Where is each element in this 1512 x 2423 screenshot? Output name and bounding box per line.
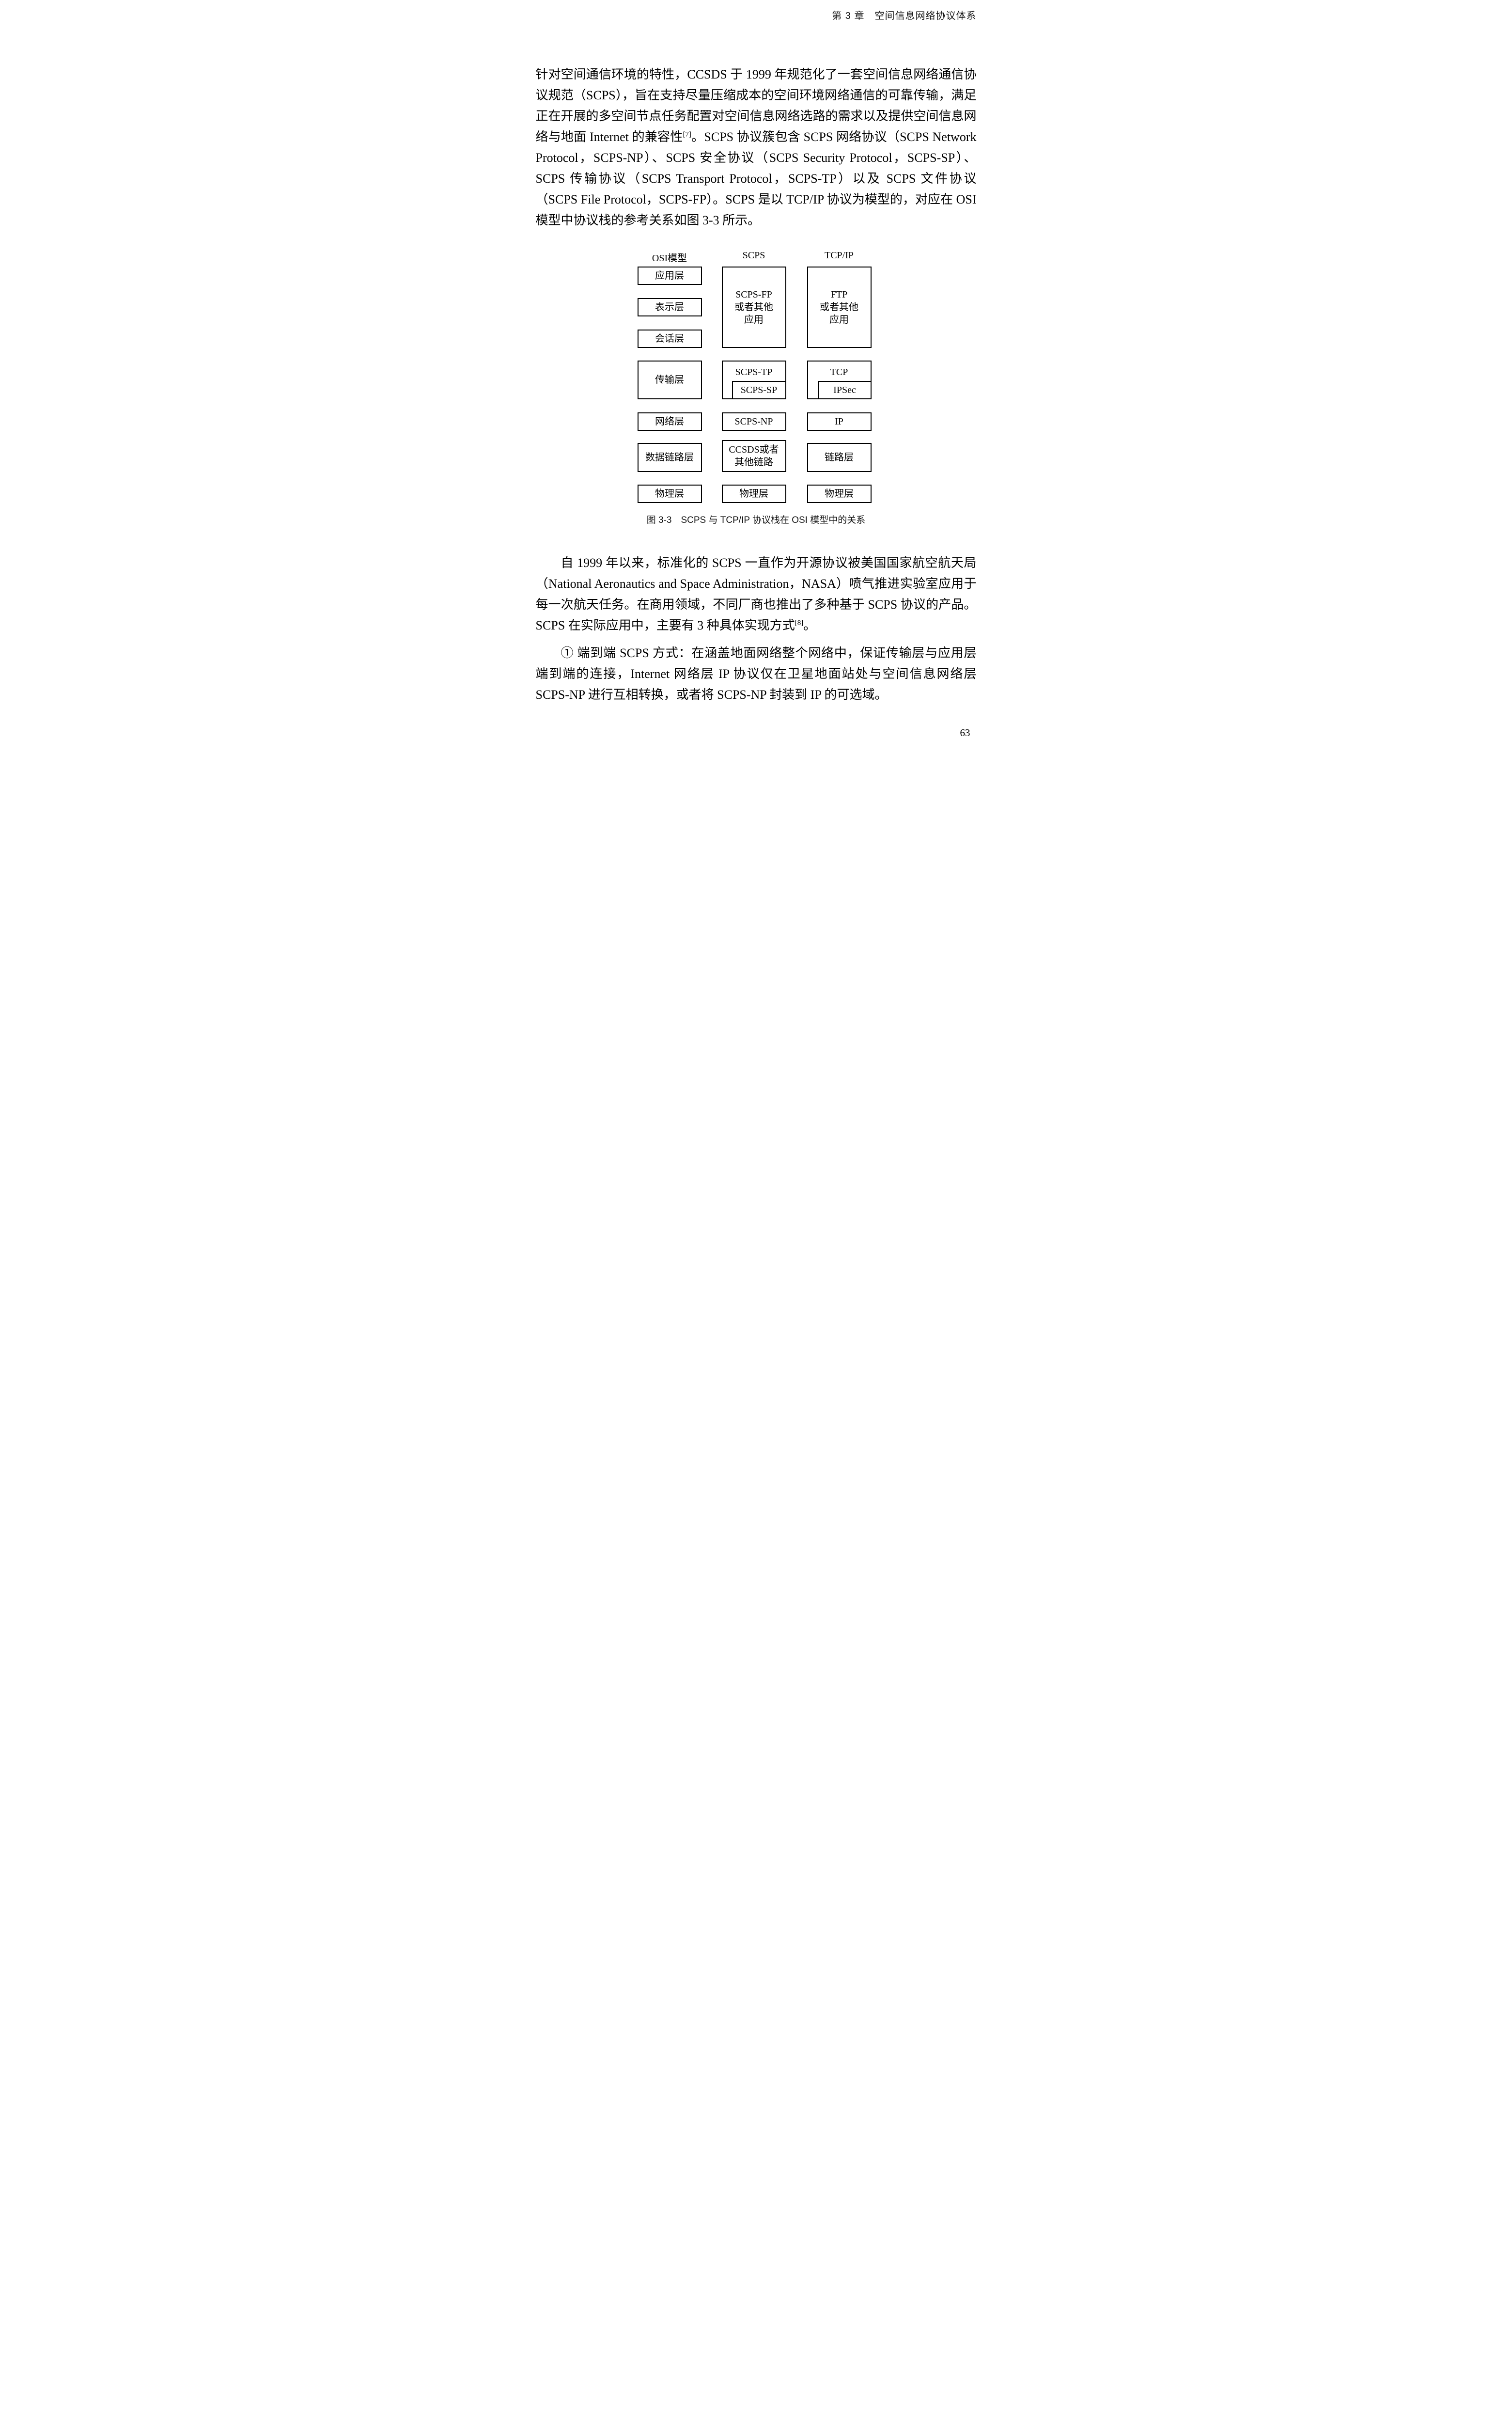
diagram-column-title-scps: SCPS [742,250,765,261]
box-tcpip-physical: 物理层 [807,485,872,503]
paragraph-scps-history: 自 1999 年以来，标准化的 SCPS 一直作为开源协议被美国国家航空航天局（… [535,556,977,632]
box-osi-application-layer: 应用层 [637,267,702,285]
box-osi-transport-layer: 传输层 [637,361,702,399]
box-osi-physical-layer: 物理层 [637,485,702,503]
box-osi-presentation-layer: 表示层 [637,298,702,316]
book-page: 第 3 章 空间信息网络协议体系 针对空间通信环境的特性，CCSDS 于 199… [523,0,989,765]
box-scps-sp: SCPS-SP [732,381,786,399]
box-scps-tp-label: SCPS-TP [735,367,773,378]
box-scps-tp: SCPS-TP SCPS-SP [721,361,786,399]
box-tcpip-link: 链路层 [807,443,872,472]
box-tcpip-tcp: TCP IPSec [807,361,872,399]
box-scps-application: SCPS-FP 或者其他 应用 [721,267,786,348]
box-osi-network-layer: 网络层 [637,412,702,431]
page-number: 63 [960,727,970,739]
box-osi-datalink-layer: 数据链路层 [637,443,702,472]
protocol-stack-diagram: OSI模型 SCPS TCP/IP 应用层 表示层 会话层 传输层 网络层 数据… [524,247,989,526]
box-scps-physical: 物理层 [721,485,786,503]
chapter-header: 第 3 章 空间信息网络协议体系 [832,11,977,21]
box-scps-np: SCPS-NP [721,412,786,431]
figure-caption: 图 3-3 SCPS 与 TCP/IP 协议栈在 OSI 模型中的关系 [646,515,866,525]
diagram-column-title-tcpip: TCP/IP [824,250,854,261]
paragraph-scps-intro: 针对空间通信环境的特性，CCSDS 于 1999 年规范化了一套空间信息网络通信… [535,67,977,227]
box-tcpip-ip: IP [807,412,872,431]
box-tcpip-application: FTP 或者其他 应用 [807,267,872,348]
box-scps-link: CCSDS或者 其他链路 [721,440,786,472]
box-tcpip-tcp-label: TCP [830,367,848,378]
box-osi-session-layer: 会话层 [637,330,702,348]
box-tcpip-ipsec: IPSec [818,381,872,399]
paragraph-scps-implementation-1: ① 端到端 SCPS 方式：在涵盖地面网络整个网络中，保证传输层与应用层端到端的… [535,646,977,702]
diagram-column-title-osi: OSI模型 [652,253,687,264]
